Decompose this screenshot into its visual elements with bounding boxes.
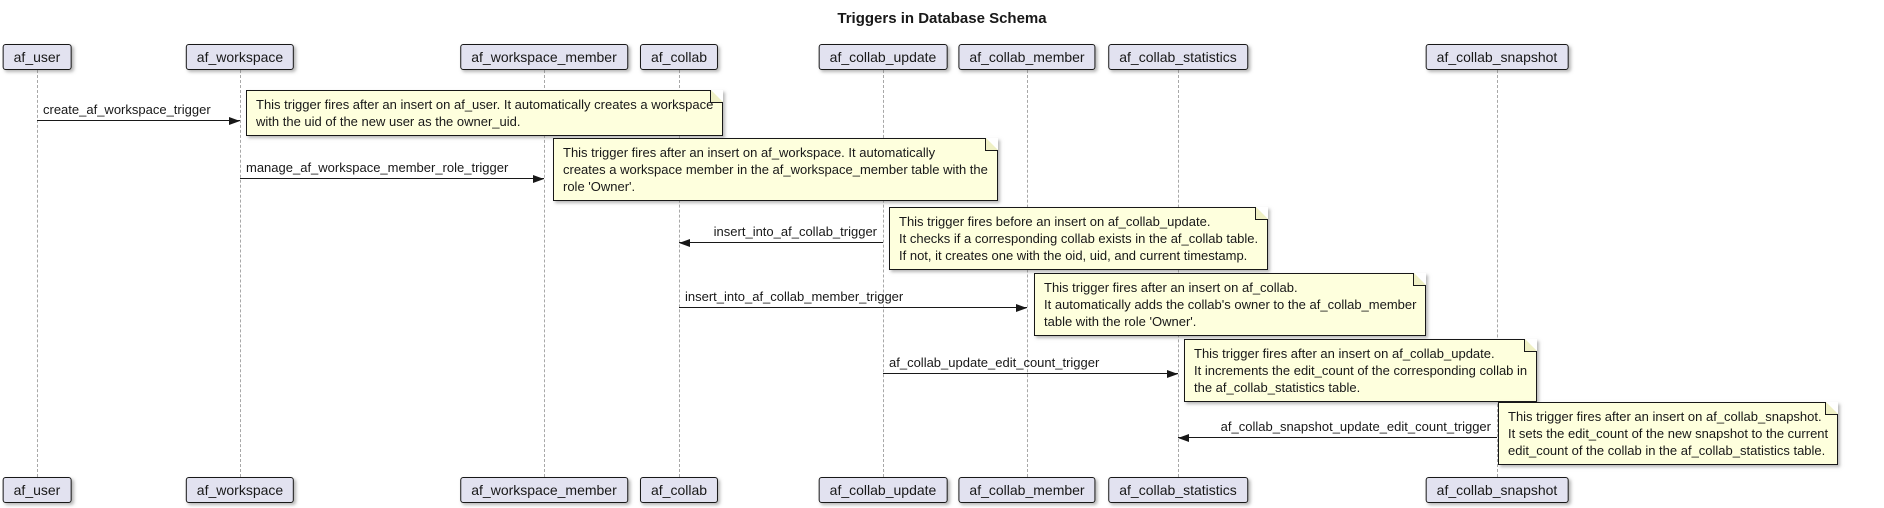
message-label: create_af_workspace_trigger <box>43 102 211 117</box>
note-af_collab_update_edit_count_trigger: This trigger fires after an insert on af… <box>1184 339 1538 402</box>
message-label: manage_af_workspace_member_role_trigger <box>246 160 509 175</box>
lifeline-af_workspace <box>240 70 241 477</box>
note-create_af_workspace_trigger: This trigger fires after an insert on af… <box>246 90 724 136</box>
participant-af_workspace-top: af_workspace <box>185 44 295 70</box>
lifeline-af_user <box>37 70 38 477</box>
participant-af_collab-top: af_collab <box>639 44 719 70</box>
participant-af_collab_member-top: af_collab_member <box>958 44 1096 70</box>
participant-af_workspace_member-bottom: af_workspace_member <box>460 477 628 503</box>
note-insert_into_af_collab_member_trigger: This trigger fires after an insert on af… <box>1034 273 1427 336</box>
diagram-title: Triggers in Database Schema <box>837 10 1047 27</box>
participant-af_collab_statistics-bottom: af_collab_statistics <box>1108 477 1248 503</box>
participant-af_user-top: af_user <box>2 44 72 70</box>
note-manage_af_workspace_member_role_trigger: This trigger fires after an insert on af… <box>553 138 998 201</box>
arrowhead-right-icon <box>1167 370 1178 378</box>
participant-af_collab_statistics-top: af_collab_statistics <box>1108 44 1248 70</box>
participant-af_collab_snapshot-top: af_collab_snapshot <box>1425 44 1569 70</box>
message-af_collab_update_edit_count_trigger: af_collab_update_edit_count_trigger <box>883 352 1178 378</box>
message-manage_af_workspace_member_role_trigger: manage_af_workspace_member_role_trigger <box>240 157 544 183</box>
lifeline-af_collab_member <box>1027 70 1028 477</box>
note-insert_into_af_collab_trigger: This trigger fires before an insert on a… <box>889 207 1269 270</box>
participant-af_collab_member-bottom: af_collab_member <box>958 477 1096 503</box>
participant-af_collab-bottom: af_collab <box>639 477 719 503</box>
arrowhead-left-icon <box>679 239 690 247</box>
arrowhead-left-icon <box>1178 434 1189 442</box>
message-insert_into_af_collab_trigger: insert_into_af_collab_trigger <box>679 221 883 247</box>
participant-af_collab_update-bottom: af_collab_update <box>818 477 948 503</box>
participant-af_user-bottom: af_user <box>2 477 72 503</box>
participant-af_workspace-bottom: af_workspace <box>185 477 295 503</box>
lifeline-af_collab_update <box>883 70 884 477</box>
message-insert_into_af_collab_member_trigger: insert_into_af_collab_member_trigger <box>679 286 1027 312</box>
arrowhead-right-icon <box>1016 304 1027 312</box>
message-label: insert_into_af_collab_member_trigger <box>685 289 904 304</box>
message-label: af_collab_snapshot_update_edit_count_tri… <box>1220 419 1491 434</box>
lifeline-af_collab_snapshot <box>1497 70 1498 477</box>
message-label: af_collab_update_edit_count_trigger <box>889 355 1100 370</box>
note-af_collab_snapshot_update_edit_count_trigger: This trigger fires after an insert on af… <box>1498 402 1839 465</box>
lifeline-af_collab <box>679 70 680 477</box>
lifeline-af_workspace_member <box>544 70 545 477</box>
message-create_af_workspace_trigger: create_af_workspace_trigger <box>37 99 240 125</box>
message-af_collab_snapshot_update_edit_count_trigger: af_collab_snapshot_update_edit_count_tri… <box>1178 416 1497 442</box>
participant-af_collab_snapshot-bottom: af_collab_snapshot <box>1425 477 1569 503</box>
participant-af_collab_update-top: af_collab_update <box>818 44 948 70</box>
arrowhead-right-icon <box>229 117 240 125</box>
message-label: insert_into_af_collab_trigger <box>713 224 877 239</box>
participant-af_workspace_member-top: af_workspace_member <box>460 44 628 70</box>
arrowhead-right-icon <box>533 175 544 183</box>
